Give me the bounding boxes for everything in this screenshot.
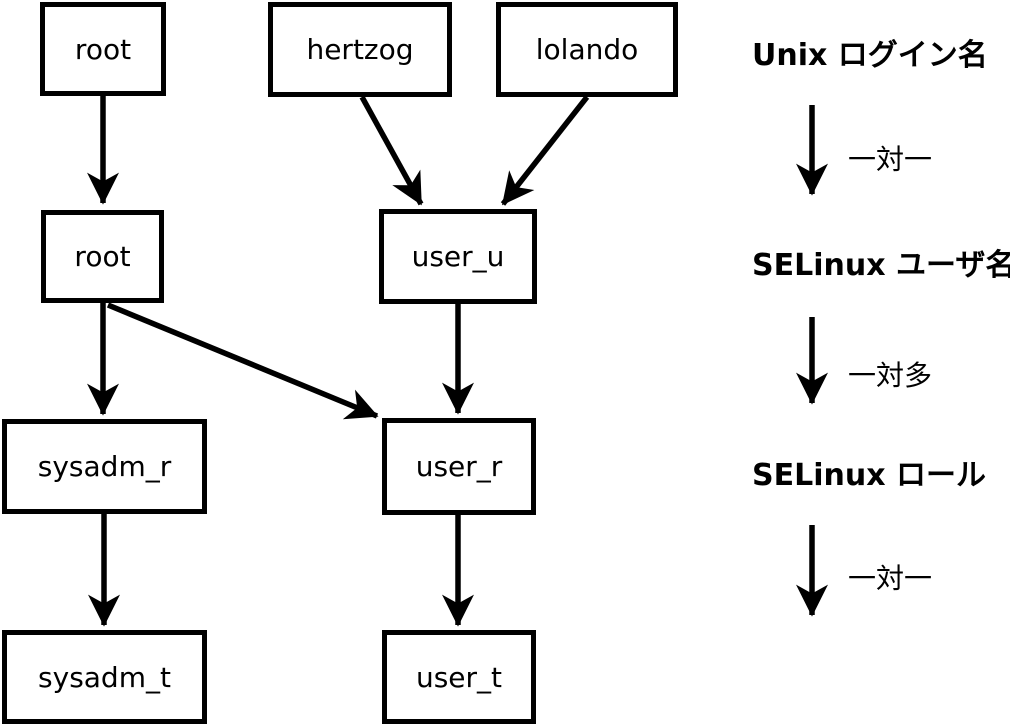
node-lolando-login: lolando <box>496 2 678 97</box>
node-user-r: user_r <box>382 418 536 515</box>
node-user-t: user_t <box>382 630 536 724</box>
arrow-hertzog-to-useru <box>359 95 424 206</box>
arrow-rootuser-to-userr <box>106 302 379 420</box>
node-sysadm-t: sysadm_t <box>2 630 207 724</box>
legend-relation-one-to-one-1: 一対一 <box>848 143 933 176</box>
node-root-login: root <box>40 2 166 96</box>
arrow-lolando-to-useru <box>500 95 590 206</box>
legend-level-selinux-user-name: SELinux ユーザ名 <box>752 248 1010 283</box>
node-root-selinux-user: root <box>41 210 164 303</box>
node-sysadm-r: sysadm_r <box>2 419 207 514</box>
legend-relation-one-to-one-2: 一対一 <box>848 562 933 595</box>
legend-level-selinux-role: SELinux ロール <box>752 458 987 493</box>
legend-relation-one-to-many: 一対多 <box>848 359 933 392</box>
node-user-u: user_u <box>379 209 537 304</box>
node-hertzog-login: hertzog <box>268 2 452 97</box>
legend-level-unix-login-name: Unix ログイン名 <box>752 38 988 73</box>
